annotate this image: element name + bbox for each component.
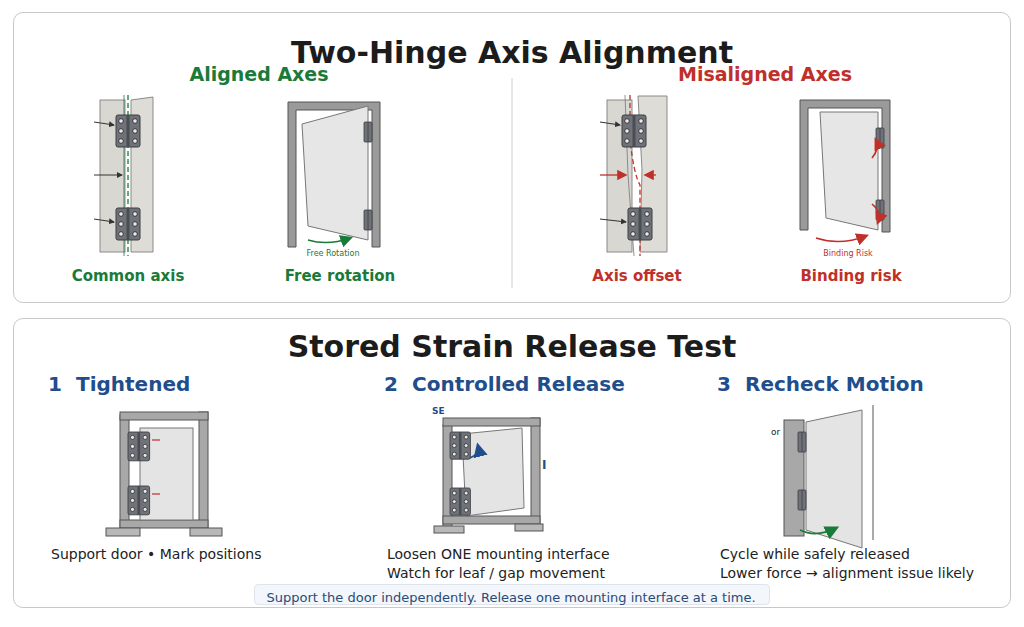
note-text: Support the door independently. Release …	[267, 590, 756, 605]
fragment-text: I	[542, 459, 546, 473]
section-heading: Aligned Axes	[189, 64, 328, 86]
step-caption: Loosen ONE mounting interface	[387, 546, 610, 562]
step-heading: Controlled Release	[412, 373, 625, 396]
arrow-label: Binding Risk	[823, 249, 872, 258]
panel-title: Stored Strain Release Test	[14, 329, 1010, 364]
panel: Stored Strain Release TestSupport the do…	[13, 318, 1011, 608]
caption: Free rotation	[285, 268, 396, 285]
section-heading: Misaligned Axes	[678, 64, 852, 86]
step-caption: Lower force → alignment issue likely	[720, 565, 974, 581]
caption: Binding risk	[800, 268, 901, 285]
caption: Axis offset	[592, 268, 681, 285]
caption: Common axis	[72, 268, 185, 285]
fragment-text: SE	[432, 406, 445, 416]
step-number: 3	[717, 373, 731, 396]
fragment-text: or	[771, 427, 780, 437]
note-box: Support the door independently. Release …	[254, 584, 770, 605]
step-heading: Recheck Motion	[745, 373, 924, 396]
step-caption: Watch for leaf / gap movement	[387, 565, 605, 581]
step-number: 2	[384, 373, 398, 396]
panel-title: Two-Hinge Axis Alignment	[14, 35, 1010, 70]
step-caption: Cycle while safely released	[720, 546, 910, 562]
step-heading: Tightened	[76, 373, 190, 396]
arrow-label: Free Rotation	[307, 249, 360, 258]
step-number: 1	[48, 373, 62, 396]
step-caption: Support door • Mark positions	[51, 546, 261, 562]
panel: Two-Hinge Axis Alignment	[13, 12, 1011, 303]
